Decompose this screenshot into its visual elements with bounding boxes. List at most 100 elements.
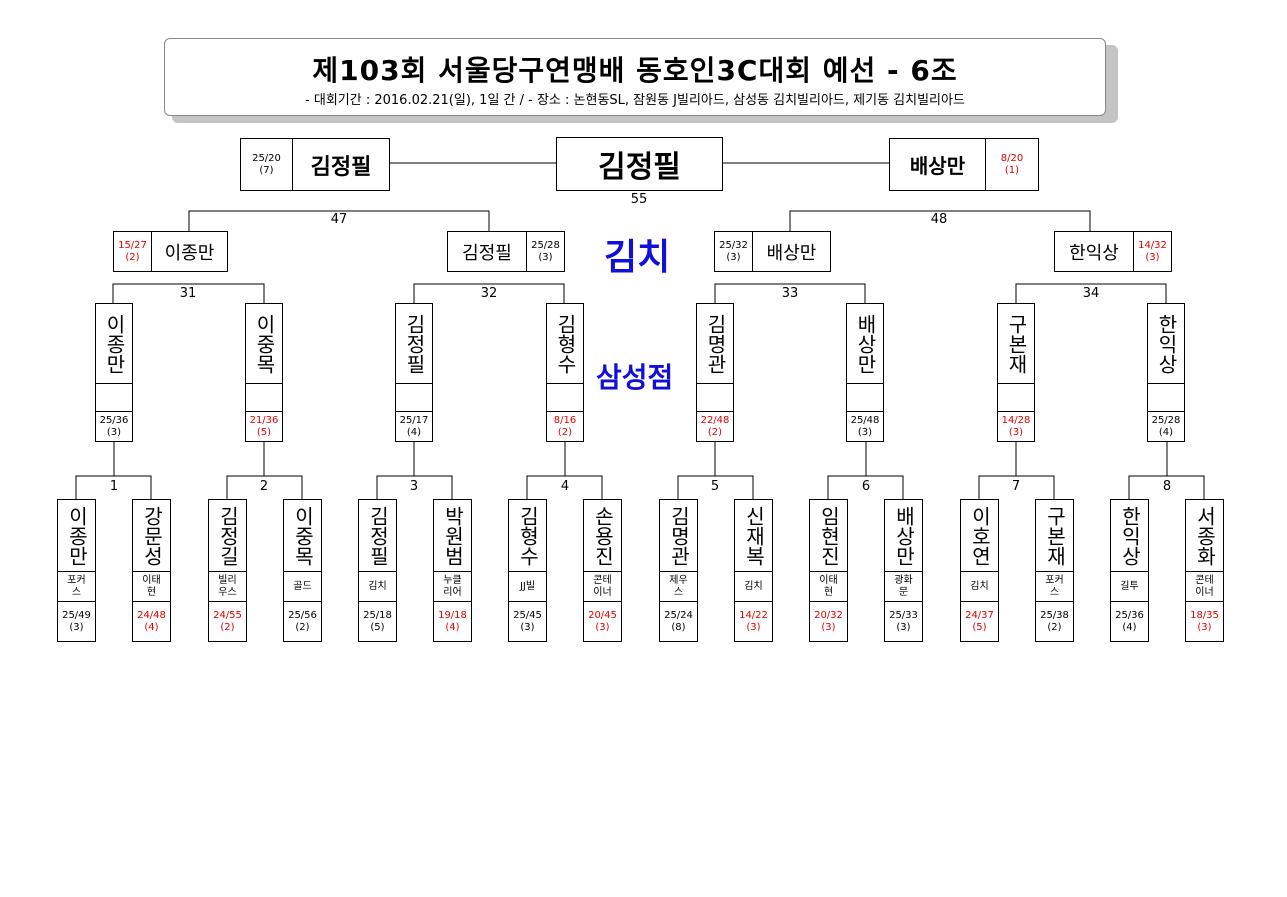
r1-player-box: 손용진 콘테이너 20/45(3) bbox=[583, 499, 622, 642]
qf-player-name: 김명관 bbox=[697, 304, 733, 384]
qf-player-score: 22/48(2) bbox=[697, 411, 733, 441]
match-number: 48 bbox=[930, 212, 948, 227]
r1-player-score: 25/24(8) bbox=[664, 609, 693, 633]
r1-player-name: 박원범 bbox=[434, 500, 471, 572]
r1-player-box: 이중목 골드 25/56(2) bbox=[283, 499, 322, 642]
qf-player-box: 배상만 25/48(3) bbox=[846, 303, 884, 442]
qf-player-score: 25/36(3) bbox=[96, 411, 132, 441]
r1-player-box: 김형수 JJ빌 25/45(3) bbox=[508, 499, 547, 642]
qf-player-box: 김정필 25/17(4) bbox=[395, 303, 433, 442]
qf-player-name: 배상만 bbox=[847, 304, 883, 384]
qf-player-name: 김정필 bbox=[396, 304, 432, 384]
semi-1-right-box: 김정필 25/28(3) bbox=[447, 231, 565, 272]
r1-player-score: 24/48(4) bbox=[137, 609, 166, 633]
semi-2-left-box: 25/32(3) 배상만 bbox=[714, 231, 831, 272]
r1-player-name: 배상만 bbox=[885, 500, 922, 572]
r1-player-name: 이호연 bbox=[961, 500, 998, 572]
semi-1-right-name: 김정필 bbox=[448, 232, 527, 271]
venue-mid-label: 삼성점 bbox=[596, 361, 674, 394]
r1-player-club: 제우스 bbox=[660, 572, 697, 602]
r1-player-box: 이종만 포커스 25/49(3) bbox=[57, 499, 96, 642]
qf-player-box: 구본재 14/28(3) bbox=[997, 303, 1035, 442]
qf-player-box: 김형수 8/16(2) bbox=[546, 303, 584, 442]
qf-player-name: 구본재 bbox=[998, 304, 1034, 384]
r1-player-box: 신재복 김치 14/22(3) bbox=[734, 499, 773, 642]
r1-player-name: 서종화 bbox=[1186, 500, 1223, 572]
semi-1-left-score: 15/27(2) bbox=[114, 232, 152, 271]
qf-player-score: 21/36(5) bbox=[246, 411, 282, 441]
r1-player-score: 25/56(2) bbox=[288, 609, 317, 633]
final-right-name: 배상만 bbox=[890, 139, 986, 190]
qf-player-score: 25/48(3) bbox=[847, 411, 883, 441]
match-number: 33 bbox=[781, 286, 799, 301]
r1-player-club: 길투 bbox=[1111, 572, 1148, 602]
semi-2-right-score: 14/32(3) bbox=[1138, 239, 1167, 263]
match-number: 32 bbox=[480, 286, 498, 301]
r1-player-box: 서종화 콘테이너 18/35(3) bbox=[1185, 499, 1224, 642]
r1-player-name: 구본재 bbox=[1036, 500, 1073, 572]
r1-player-club: 김치 bbox=[735, 572, 772, 602]
r1-player-name: 신재복 bbox=[735, 500, 772, 572]
qf-player-box: 김명관 22/48(2) bbox=[696, 303, 734, 442]
r1-player-name: 손용진 bbox=[584, 500, 621, 572]
r1-player-score: 25/33(3) bbox=[889, 609, 918, 633]
semi-1-right-score: 25/28(3) bbox=[531, 239, 560, 263]
r1-player-club: 이태현 bbox=[133, 572, 170, 602]
match-number: 8 bbox=[1162, 479, 1172, 494]
match-number: 5 bbox=[710, 479, 720, 494]
r1-player-box: 김정필 김치 25/18(5) bbox=[358, 499, 397, 642]
semi-2-left-score: 25/32(3) bbox=[715, 232, 753, 271]
qf-player-name: 한익상 bbox=[1148, 304, 1184, 384]
event-info: - 대회기간 : 2016.02.21(일), 1일 간 / - 장소 : 논현… bbox=[305, 93, 965, 108]
r1-player-box: 배상만 광화문 25/33(3) bbox=[884, 499, 923, 642]
r1-player-box: 김정길 빌리우스 24/55(2) bbox=[208, 499, 247, 642]
final-right-box: 배상만 8/20(1) bbox=[889, 138, 1039, 191]
r1-player-box: 구본재 포커스 25/38(2) bbox=[1035, 499, 1074, 642]
r1-player-club: 포커스 bbox=[1036, 572, 1073, 602]
final-left-name: 김정필 bbox=[310, 154, 372, 180]
final-left-score: 25/20(7) bbox=[241, 139, 293, 190]
match-number: 4 bbox=[560, 479, 570, 494]
r1-player-club: 광화문 bbox=[885, 572, 922, 602]
champion-box: 김정필 bbox=[556, 137, 723, 191]
r1-player-box: 이호연 김치 24/37(5) bbox=[960, 499, 999, 642]
r1-player-club: JJ빌 bbox=[509, 572, 546, 602]
r1-player-score: 25/36(4) bbox=[1115, 609, 1144, 633]
qf-player-name: 이종만 bbox=[96, 304, 132, 384]
final-right-score: 8/20(1) bbox=[1000, 152, 1024, 176]
qf-player-box: 한익상 25/28(4) bbox=[1147, 303, 1185, 442]
match-number: 2 bbox=[259, 479, 269, 494]
match-number: 34 bbox=[1082, 286, 1100, 301]
r1-player-score: 25/18(5) bbox=[363, 609, 392, 633]
r1-player-box: 박원범 누클리어 19/18(4) bbox=[433, 499, 472, 642]
r1-player-name: 김형수 bbox=[509, 500, 546, 572]
r1-player-box: 김명관 제우스 25/24(8) bbox=[659, 499, 698, 642]
r1-player-club: 누클리어 bbox=[434, 572, 471, 602]
qf-player-box: 이중목 21/36(5) bbox=[245, 303, 283, 442]
qf-player-score: 14/28(3) bbox=[998, 411, 1034, 441]
r1-player-score: 25/38(2) bbox=[1040, 609, 1069, 633]
r1-player-club: 빌리우스 bbox=[209, 572, 246, 602]
page-title: 제103회 서울당구연맹배 동호인3C대회 예선 - 6조 bbox=[312, 54, 958, 87]
r1-player-score: 20/45(3) bbox=[588, 609, 617, 633]
match-number: 55 bbox=[630, 192, 648, 207]
r1-player-club: 김치 bbox=[961, 572, 998, 602]
qf-player-name: 김형수 bbox=[547, 304, 583, 384]
r1-player-score: 14/22(3) bbox=[739, 609, 768, 633]
r1-player-name: 임현진 bbox=[810, 500, 847, 572]
final-left-box: 25/20(7) 김정필 bbox=[240, 138, 390, 191]
r1-player-club: 김치 bbox=[359, 572, 396, 602]
qf-player-score: 8/16(2) bbox=[547, 411, 583, 441]
r1-player-box: 한익상 길투 25/36(4) bbox=[1110, 499, 1149, 642]
match-number: 31 bbox=[179, 286, 197, 301]
match-number: 6 bbox=[861, 479, 871, 494]
r1-player-name: 김정길 bbox=[209, 500, 246, 572]
r1-player-score: 25/49(3) bbox=[62, 609, 91, 633]
semi-1-left-box: 15/27(2) 이종만 bbox=[113, 231, 228, 272]
r1-player-score: 24/37(5) bbox=[965, 609, 994, 633]
r1-player-name: 강문성 bbox=[133, 500, 170, 572]
qf-player-name: 이중목 bbox=[246, 304, 282, 384]
r1-player-club: 포커스 bbox=[58, 572, 95, 602]
r1-player-club: 콘테이너 bbox=[584, 572, 621, 602]
